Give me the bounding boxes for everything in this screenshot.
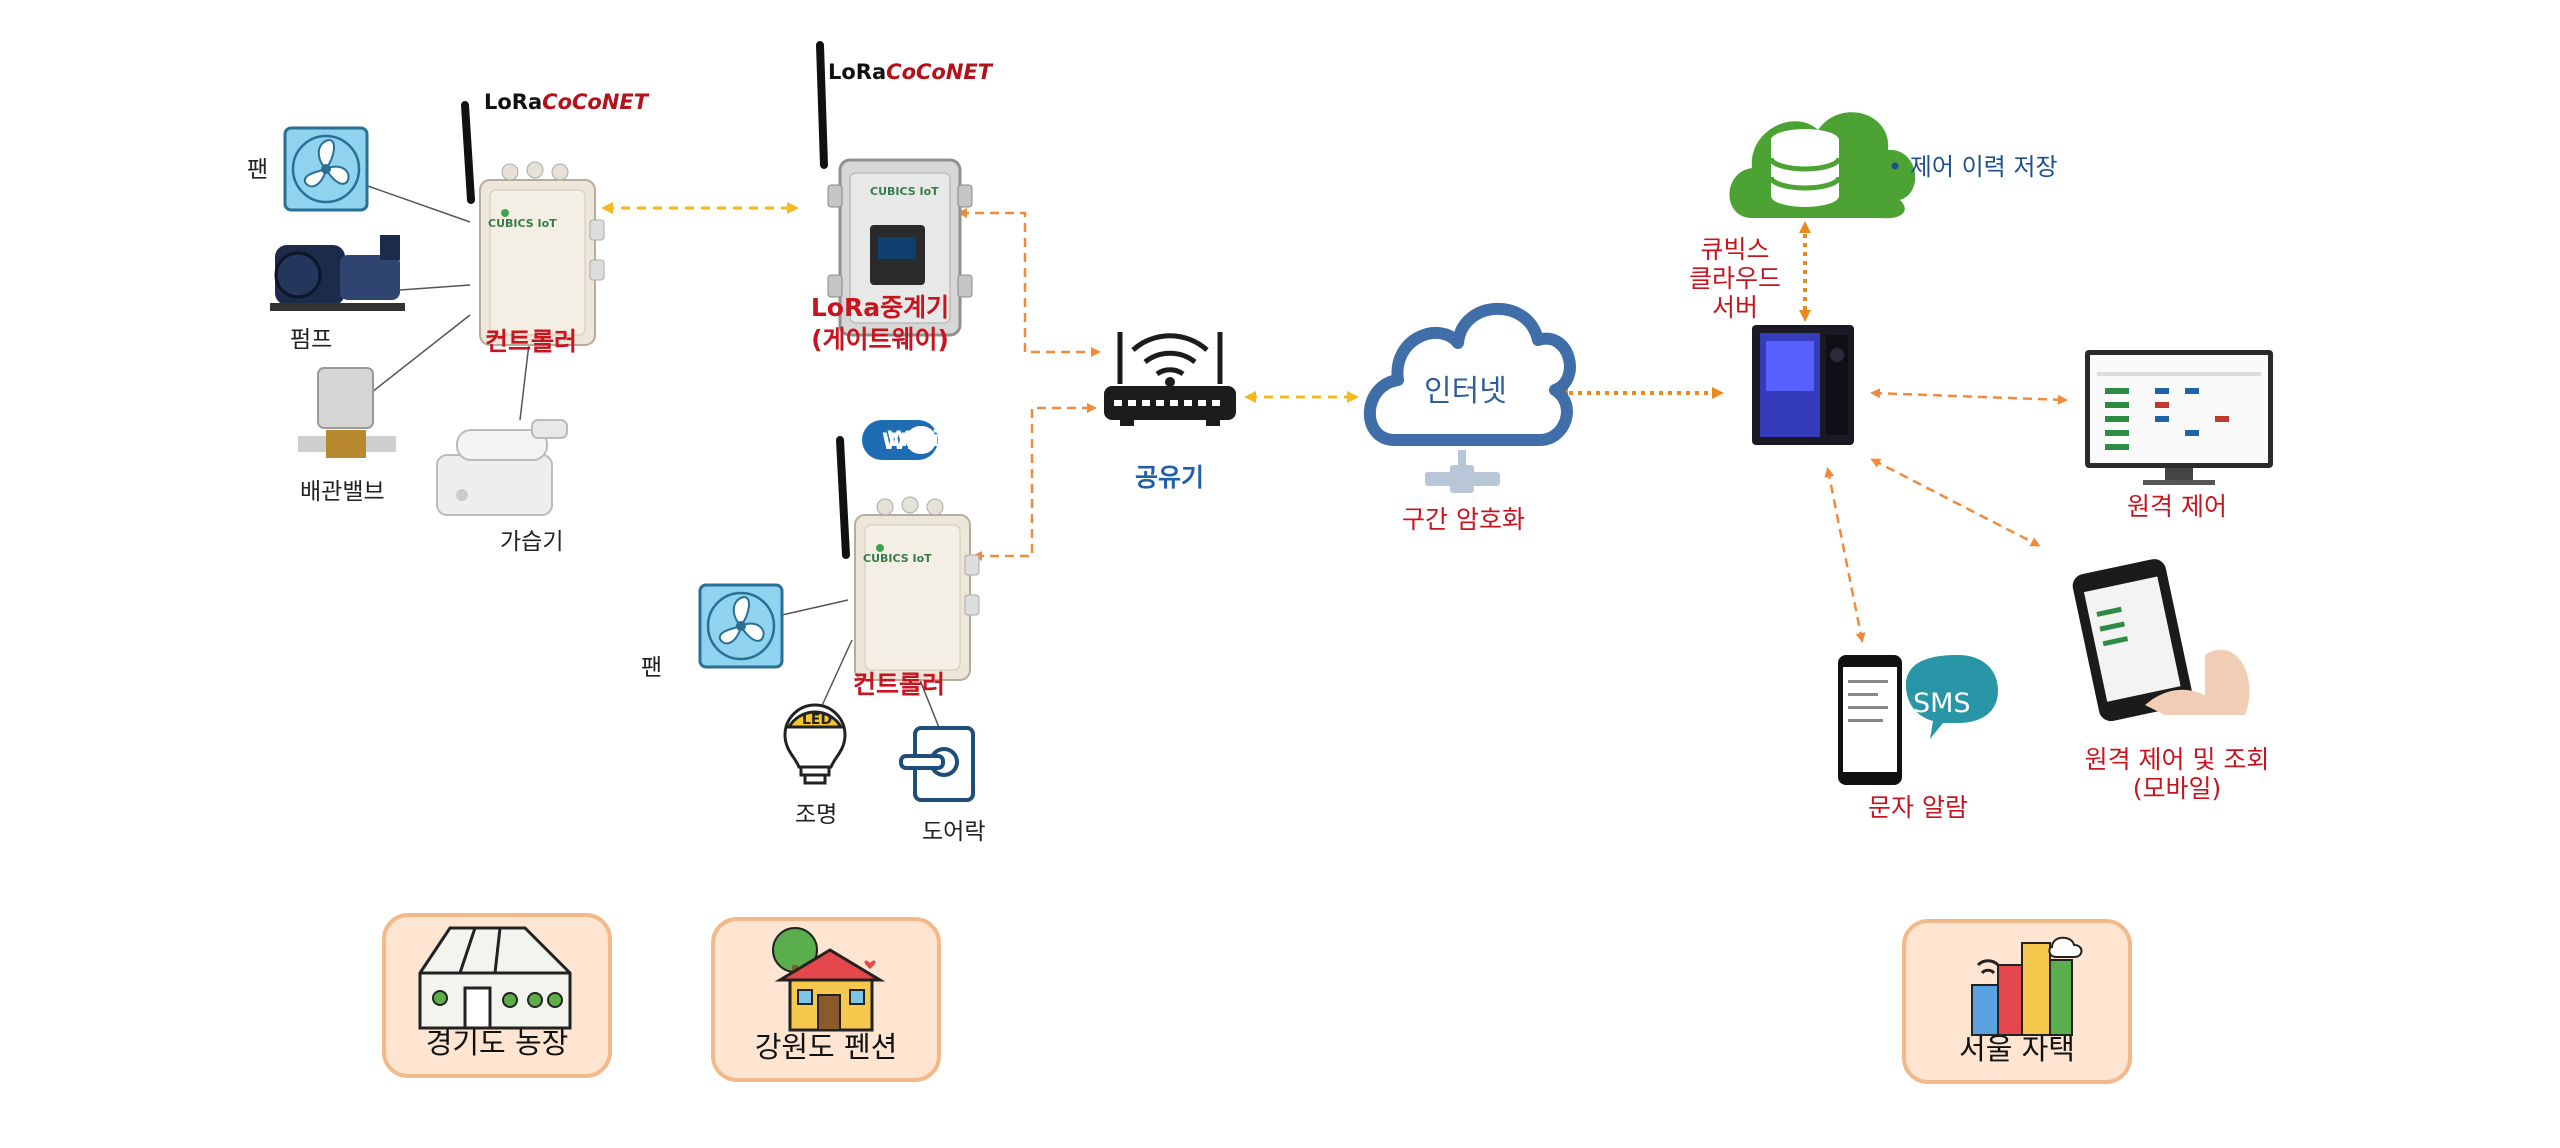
internet-label: 인터넷 [1424, 374, 1507, 409]
location-name: 서울 자택 [1959, 1032, 2075, 1066]
cloud-database-icon [1729, 112, 1916, 219]
device-wires-bottom [781, 599, 941, 731]
arrow-server-monitor [1870, 388, 2068, 405]
light-label: 조명 [795, 802, 838, 828]
sms-label: SMS [1913, 688, 1971, 719]
gateway-device [816, 41, 973, 337]
server-icon [1752, 325, 1854, 445]
encryption-label: 구간 암호화 [1402, 505, 1525, 534]
device-brand-bottom: CUBICS IoT [863, 552, 932, 565]
arrow-server-sms [1824, 467, 1866, 643]
wifi-logo-icon: Wi [862, 420, 938, 460]
gateway-label: LoRa중계기 (게이트웨이) [810, 293, 950, 354]
arrow-gateway-router [957, 208, 1101, 357]
monitor-icon [2085, 350, 2273, 485]
city-buildings-icon [1971, 936, 2083, 1036]
fan-icon [283, 126, 369, 212]
arrow-server-mobile [1870, 458, 2041, 547]
pension-house-icon [772, 927, 886, 1032]
router-label: 공유기 [1135, 463, 1205, 492]
router-icon [1104, 332, 1236, 426]
sms-phone-icon [1838, 655, 1998, 785]
valve-label: 배관밸브 [300, 479, 385, 505]
controller-label-bottom: 컨트롤러 [853, 670, 946, 699]
controller-device-top [461, 101, 605, 346]
doorlock-label: 도어락 [922, 819, 986, 845]
led-label: LED [802, 712, 833, 728]
pump-label: 펌프 [290, 327, 333, 353]
device-brand-top: CUBICS IoT [488, 217, 557, 230]
door-lock-icon [899, 726, 975, 802]
internet-cloud-icon [1363, 302, 1576, 493]
remote-control-label: 원격 제어 [2127, 492, 2227, 521]
light-bulb-icon [783, 703, 847, 785]
arrow-controller-router [972, 403, 1097, 561]
mobile-label: 원격 제어 및 조회 (모바일) [2084, 745, 2270, 803]
fan-label-top: 팬 [247, 157, 269, 183]
device-brand-gateway: CUBICS IoT [870, 185, 939, 198]
humidifier-label: 가습기 [500, 529, 564, 555]
fan-icon [698, 583, 784, 669]
location-name: 강원도 펜션 [754, 1030, 898, 1064]
controller-label-top: 컨트롤러 [485, 327, 578, 356]
server-label: 큐빅스 클라우드 서버 [1688, 235, 1781, 322]
mobile-hand-icon [2072, 559, 2250, 722]
greenhouse-icon [418, 926, 572, 1030]
valve-icon [298, 367, 396, 458]
location-name: 경기도 농장 [425, 1026, 569, 1060]
storage-label: • 제어 이력 저장 [1888, 153, 2058, 181]
humidifier-icon [436, 419, 568, 516]
pump-icon [270, 235, 405, 311]
sms-alarm-label: 문자 알람 [1868, 793, 1968, 822]
lora-coconet-logo-top: LoRaCoCoNET [484, 90, 649, 114]
connection-arrows [601, 202, 2068, 643]
wifi-label: WiFi [887, 427, 939, 451]
location-card-home: 서울 자택 [1902, 919, 2132, 1084]
controller-device-bottom [836, 436, 980, 681]
fan-label-bottom: 팬 [641, 655, 663, 681]
device-wires-top [364, 184, 531, 421]
lora-coconet-logo-gateway: LoRaCoCoNET [828, 60, 993, 84]
